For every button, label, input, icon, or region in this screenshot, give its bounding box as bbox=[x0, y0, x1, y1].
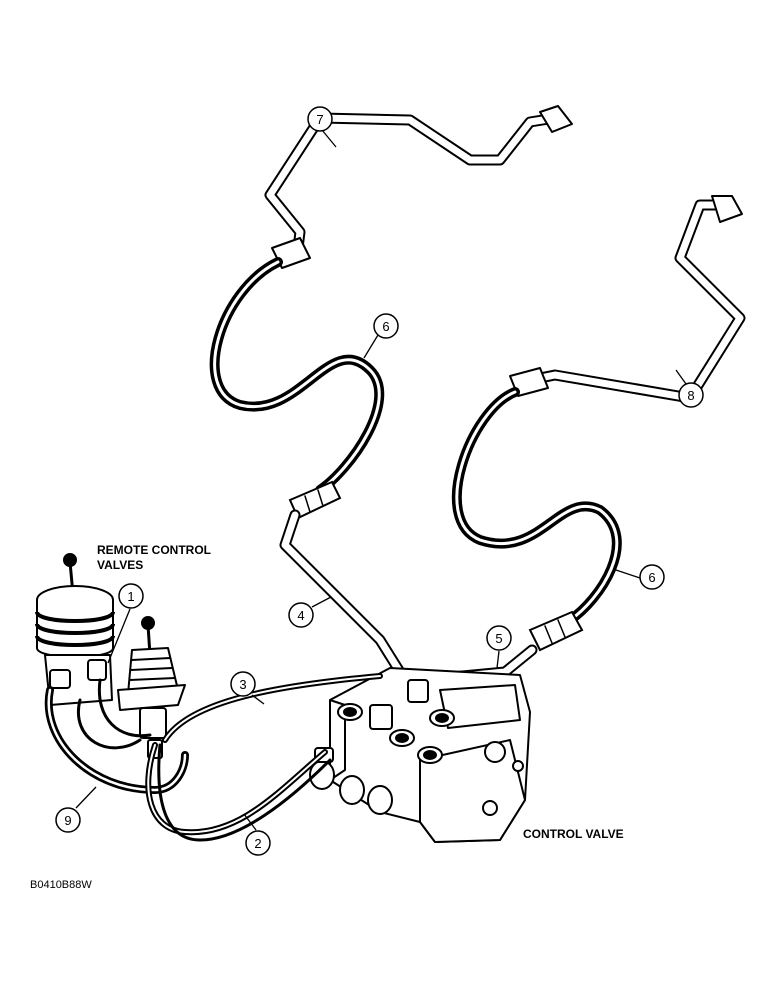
callout-9-number: 9 bbox=[64, 813, 71, 828]
callout-9: 9 bbox=[55, 807, 81, 833]
callout-1-number: 1 bbox=[127, 589, 134, 604]
callout-2-number: 2 bbox=[254, 836, 261, 851]
callout-6-upper-number: 6 bbox=[382, 319, 389, 334]
callout-leaders bbox=[75, 129, 687, 831]
callout-6-lower: 6 bbox=[639, 564, 665, 590]
callout-7: 7 bbox=[307, 106, 333, 132]
callout-8: 8 bbox=[678, 382, 704, 408]
remote-control-valve-left bbox=[35, 553, 115, 706]
callout-7-number: 7 bbox=[316, 112, 323, 127]
label-remote-control-valves-line2: VALVES bbox=[97, 558, 143, 572]
remote-control-valve-right bbox=[117, 616, 186, 759]
callout-6-lower-number: 6 bbox=[648, 570, 655, 585]
callout-6-upper: 6 bbox=[373, 313, 399, 339]
callout-8-number: 8 bbox=[687, 388, 694, 403]
callout-2: 2 bbox=[245, 830, 271, 856]
callout-3-number: 3 bbox=[239, 677, 246, 692]
callout-1: 1 bbox=[118, 583, 144, 609]
hose-9 bbox=[44, 678, 189, 795]
callout-5: 5 bbox=[486, 625, 512, 651]
steel-tube-4 bbox=[279, 509, 406, 678]
control-valve-body bbox=[309, 667, 531, 843]
callout-5-number: 5 bbox=[495, 631, 502, 646]
callout-3: 3 bbox=[230, 671, 256, 697]
hose-2 bbox=[145, 742, 332, 842]
label-control-valve: CONTROL VALVE bbox=[523, 827, 624, 841]
label-remote-control-valves-line1: REMOTE CONTROL bbox=[97, 543, 211, 557]
callout-4: 4 bbox=[288, 602, 314, 628]
callout-4-number: 4 bbox=[297, 608, 304, 623]
steel-tube-8 bbox=[509, 195, 746, 404]
figure-code: B0410B88W bbox=[30, 879, 92, 891]
hose-6-left bbox=[209, 257, 385, 520]
hose-6-right bbox=[451, 387, 622, 652]
